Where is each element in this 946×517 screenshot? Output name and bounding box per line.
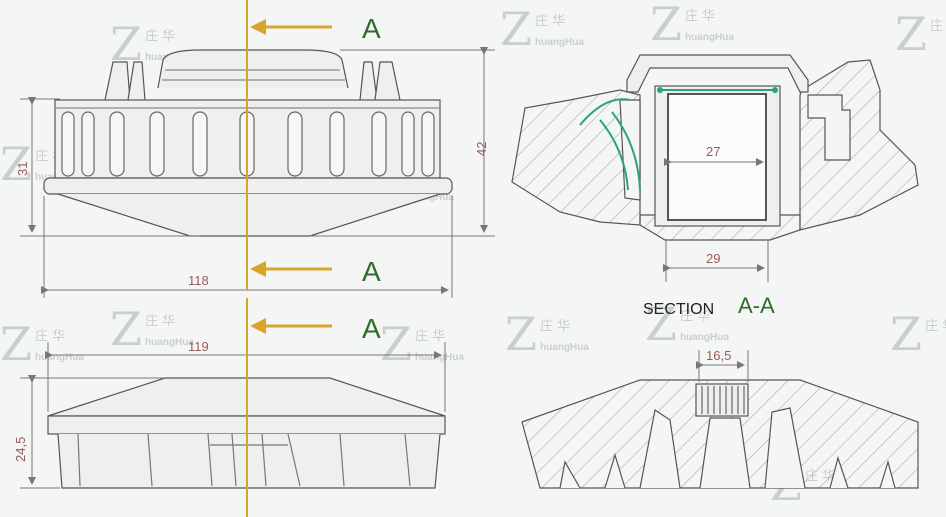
section-line <box>246 0 332 517</box>
watermark-cn: 庄 华 <box>540 318 570 334</box>
watermark-tile: Z 庄 华 huangHua <box>110 302 194 356</box>
watermark-glyph: Z <box>650 0 682 51</box>
watermark-cn: 庄 华 <box>35 328 65 344</box>
dim-width-base: 118 <box>188 273 209 288</box>
base-cone <box>57 193 441 237</box>
section-dimensions <box>663 158 769 282</box>
right-post <box>359 61 378 101</box>
watermark-glyph: Z <box>890 307 922 361</box>
dim-slot-width: 16,5 <box>706 348 731 363</box>
watermark-en: huangHua <box>535 37 584 48</box>
watermark-cn: 庄 华 <box>930 18 946 34</box>
watermark-glyph: Z <box>505 307 537 361</box>
green-seal <box>599 119 629 191</box>
bottom-section-view <box>521 379 919 489</box>
section-view <box>511 54 919 241</box>
section-label-mid: A <box>362 256 381 287</box>
watermark-en: huangHua <box>680 332 729 343</box>
green-seal <box>579 98 631 126</box>
watermark-tile: Z 庄 华 huangHua <box>500 2 584 56</box>
section-arrow-mid <box>250 261 332 277</box>
watermark-en: huangHua <box>415 352 464 363</box>
watermark-en: huangHua <box>540 342 589 353</box>
watermark-tile: Z 庄 华 huangHua <box>645 297 729 351</box>
watermark-glyph: Z <box>645 297 677 351</box>
watermark-cn: 庄 华 <box>685 8 715 24</box>
watermark-cn: 庄 华 <box>415 328 445 344</box>
slot-grille <box>695 383 749 417</box>
watermark-en: huangHua <box>35 352 84 363</box>
watermark-cn: 庄 华 <box>145 28 175 44</box>
lower-ribs <box>77 433 411 487</box>
watermark-tile: Z 庄 华 <box>895 7 946 61</box>
watermark-glyph: Z <box>0 137 32 191</box>
left-post <box>104 61 131 101</box>
watermark-en: huangHua <box>685 32 734 43</box>
watermark-glyph: Z <box>110 302 142 356</box>
dim-inner-width: 27 <box>706 144 720 159</box>
lower-view-dimensions <box>20 342 446 489</box>
watermark-glyph: Z <box>0 317 32 371</box>
watermark-glyph: Z <box>500 2 532 56</box>
dome-top <box>157 49 349 89</box>
watermark-tile: Z 庄 华 <box>890 307 946 361</box>
section-arrow-low <box>250 318 332 334</box>
bottom-section-cut <box>559 407 896 489</box>
watermark-tile: Z 庄 华 huangHua <box>380 317 464 371</box>
watermark-glyph: Z <box>380 317 412 371</box>
watermark-glyph: Z <box>895 7 927 61</box>
bottom-section-dimensions <box>696 350 749 382</box>
dim-height-outer: 42 <box>474 142 489 156</box>
green-seal <box>611 111 641 191</box>
section-arrow-top <box>250 19 332 35</box>
watermark-en: huangHua <box>145 337 194 348</box>
left-post <box>127 61 146 101</box>
dim-outer-width: 29 <box>706 251 720 266</box>
section-mark: A-A <box>738 293 775 318</box>
lower-body <box>57 433 441 489</box>
section-body-right <box>799 59 919 231</box>
watermark-cn: 庄 华 <box>680 308 710 324</box>
section-label-low: A <box>362 313 381 344</box>
section-clip <box>807 94 851 161</box>
section-word: SECTION <box>643 301 714 318</box>
section-inner-box <box>667 93 767 221</box>
watermark-tile: Z 庄 华 huangHua <box>505 307 589 361</box>
dim-height-rim: 31 <box>15 162 30 176</box>
watermark-cn: 庄 华 <box>145 313 175 329</box>
dim-height-bottom: 24,5 <box>13 437 28 462</box>
lower-view <box>47 377 446 489</box>
watermark-tile: Z 庄 华 huangHua <box>0 317 84 371</box>
dim-width-top: 119 <box>188 339 209 354</box>
watermark-cn: 庄 华 <box>535 13 565 29</box>
watermark-cn: 庄 华 <box>925 318 946 334</box>
right-post <box>374 61 401 101</box>
section-body-left <box>511 89 641 226</box>
watermark-tile: Z 庄 华 huangHua <box>650 0 734 51</box>
section-label-top: A <box>362 13 381 44</box>
section-lid <box>626 54 809 93</box>
